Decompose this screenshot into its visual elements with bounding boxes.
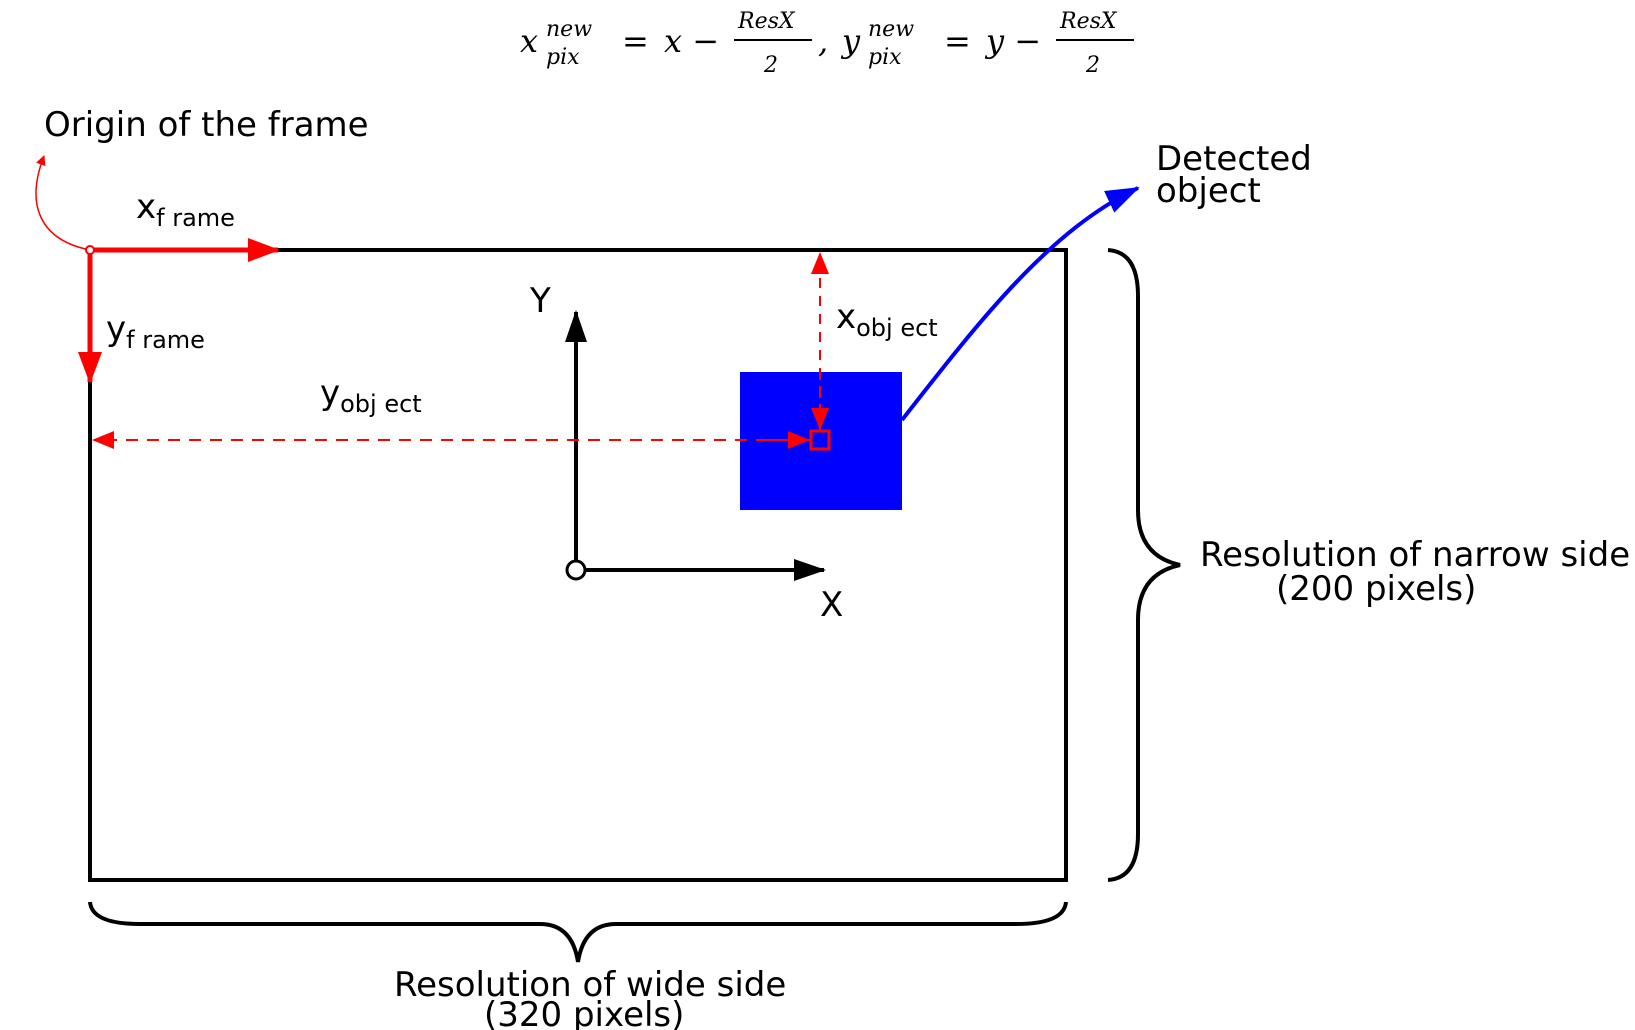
origin-label: Origin of the frame xyxy=(44,105,369,145)
axis-y-label: Y xyxy=(529,281,551,321)
x-object-label-sub: obj ect xyxy=(856,314,938,342)
narrow-label-line2: (200 pixels) xyxy=(1276,569,1476,609)
eq-x-var: x xyxy=(520,22,538,60)
y-frame-label-main: y xyxy=(106,309,126,349)
wide-label-line1: Resolution of wide side xyxy=(394,965,786,1005)
x-frame-label-sub: f rame xyxy=(156,204,235,232)
x-object-label: xobj ect xyxy=(836,297,938,342)
y-object-label-sub: obj ect xyxy=(340,390,422,418)
eq-x-sub: pix xyxy=(546,45,580,70)
detected-label-line2: object xyxy=(1156,171,1261,211)
wide-side-brace xyxy=(88,901,1068,963)
x-frame-label: xf rame xyxy=(136,187,235,232)
eq-separator: , xyxy=(818,22,828,60)
eq-y-sup: new xyxy=(868,17,914,42)
y-frame-label: yf rame xyxy=(106,309,205,354)
origin-pointer-arrow xyxy=(35,155,91,251)
eq-y-var: y xyxy=(840,22,861,60)
eq-x-rhs: x − xyxy=(664,22,719,60)
detected-object-pointer-arrow xyxy=(900,186,1140,422)
eq-frac1-num: ResX xyxy=(737,9,796,34)
eq-y-sub: pix xyxy=(868,45,902,70)
eq-equals-2: = xyxy=(944,22,971,60)
eq-equals-1: = xyxy=(622,22,649,60)
frame-origin-dot xyxy=(85,245,95,255)
x-object-label-main: x xyxy=(836,297,856,337)
wide-label-line2: (320 pixels) xyxy=(484,995,684,1030)
x-frame-label-main: x xyxy=(136,187,156,227)
eq-frac1-den: 2 xyxy=(763,53,778,78)
y-object-label: yobj ect xyxy=(320,373,422,418)
eq-x-sup: new xyxy=(546,17,592,42)
narrow-label-line1: Resolution of narrow side xyxy=(1200,535,1630,575)
center-origin-circle xyxy=(565,559,587,581)
y-object-label-main: y xyxy=(320,373,340,413)
eq-frac2-num: ResX xyxy=(1059,9,1118,34)
narrow-side-brace xyxy=(1107,248,1181,882)
conversion-equation: x new pix = x − ResX 2 , y new pix = y −… xyxy=(520,9,1134,78)
y-frame-label-sub: f rame xyxy=(126,326,205,354)
image-frame xyxy=(88,248,1068,882)
eq-frac2-den: 2 xyxy=(1085,53,1100,78)
detected-label-line1: Detected xyxy=(1156,139,1312,179)
eq-y-rhs: y − xyxy=(984,22,1041,60)
axis-x-label: X xyxy=(820,585,843,625)
